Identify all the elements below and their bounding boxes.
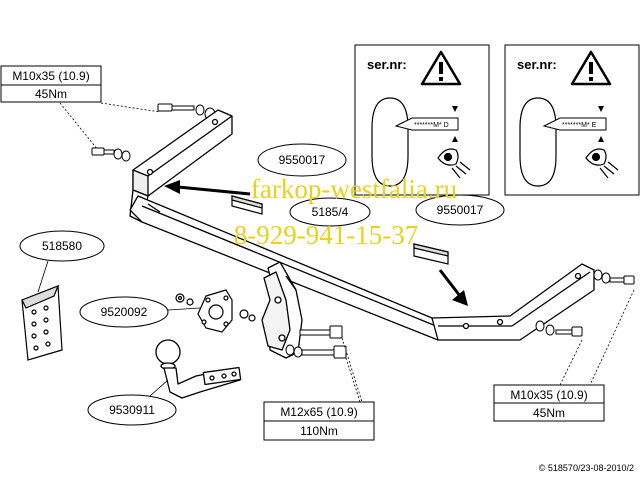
leader-lines-right <box>559 289 635 386</box>
leader-lines-top-left <box>59 102 161 151</box>
part-callout-9530911: 9530911 <box>87 379 177 426</box>
arrow-down-right <box>438 269 468 306</box>
watermark-site: farkop-westfalia.ru <box>251 174 458 204</box>
socket-plate <box>175 289 256 333</box>
spec-box-top-left: M10x35 (10.9) 45Nm <box>0 65 102 103</box>
bolt-icon <box>285 344 347 359</box>
serial-stamp: *******M* E <box>562 122 597 129</box>
serial-label: ser.nr: <box>367 57 407 72</box>
bolt-icon <box>91 147 131 162</box>
eye-icon <box>585 148 619 179</box>
serial-label: ser.nr: <box>517 57 557 72</box>
torque-label: 45Nm <box>533 406 565 420</box>
serial-panel-left: ser.nr: *******M* D <box>354 44 490 196</box>
bolt-size-label: M10x35 (10.9) <box>510 388 587 402</box>
bolt-icon <box>593 269 635 285</box>
part-number: 518580 <box>42 239 82 253</box>
part-callout-9550017-left: 9550017 <box>257 143 347 177</box>
bolt-icon <box>535 320 583 337</box>
serial-stamp: *******M* D <box>414 122 449 129</box>
torque-label: 110Nm <box>300 424 338 438</box>
part-number: 9550017 <box>279 153 326 167</box>
ball-mount-bracket <box>261 261 303 359</box>
tow-ball <box>155 339 242 399</box>
warning-icon <box>420 50 462 86</box>
spec-box-bottom-right: M10x35 (10.9) 45Nm <box>493 384 605 422</box>
part-number: 9550017 <box>437 203 484 217</box>
bolt-icon <box>157 103 216 121</box>
eye-icon <box>437 148 471 179</box>
serial-panel-right: ser.nr: *******M* E <box>504 44 640 196</box>
spacer-plate-right <box>413 243 449 265</box>
warning-icon <box>570 50 612 86</box>
part-number: 9520092 <box>101 305 148 319</box>
part-callout-5185-4: 5185/4 <box>289 197 371 227</box>
watermark-phone: 8-929-941-15-37 <box>234 220 418 250</box>
bolt-size-label: M12x65 (10.9) <box>280 405 357 419</box>
bolt-size-label: M10x35 (10.9) <box>12 69 89 83</box>
bolt-icon <box>299 325 343 339</box>
right-bracket <box>431 263 595 341</box>
leader-lines-bottom-center <box>341 337 363 403</box>
arrow-left <box>164 180 251 196</box>
torque-label: 45Nm <box>35 87 67 101</box>
part-callout-9550017-right: 9550017 <box>415 194 505 226</box>
connector-socket <box>21 284 63 361</box>
part-number: 9530911 <box>109 403 155 417</box>
spacer-plate-left <box>231 195 263 215</box>
part-number: 5185/4 <box>312 205 349 219</box>
part-callout-518580: 518580 <box>19 230 105 293</box>
part-callout-9520092: 9520092 <box>79 296 201 328</box>
copyright-note: © 518570/23-08-2010/2 <box>539 463 634 473</box>
spec-box-bottom-center: M12x65 (10.9) 110Nm <box>263 401 375 441</box>
